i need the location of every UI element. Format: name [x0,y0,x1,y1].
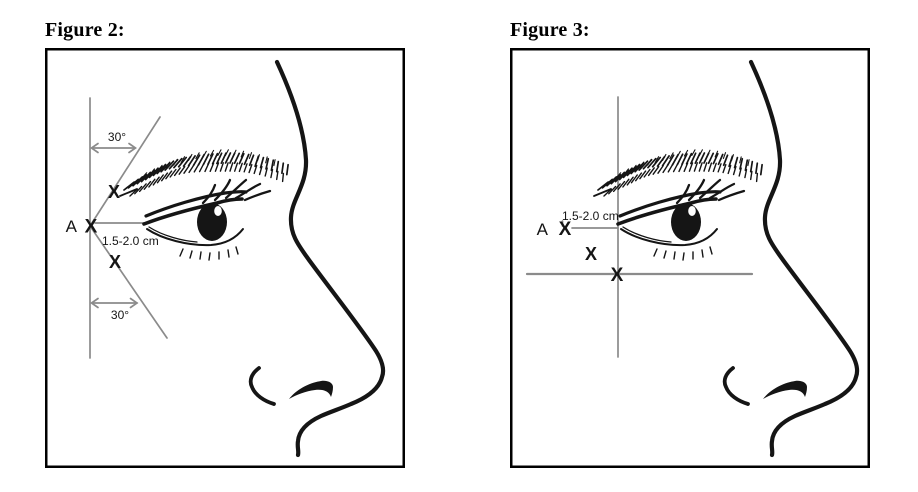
figure3-annotation-labels: 1.5-2.0 cm A X X X [537,209,624,286]
distance-label: 1.5-2.0 cm [102,234,159,248]
figure2-annotation-labels: 30° 30° X X X A 1.5-2.0 cm [66,130,159,322]
figure2-title: Figure 2: [45,19,125,41]
figure2-panel: 30° 30° X X X A 1.5-2.0 cm [45,48,405,468]
x-mark-point-a: X [85,217,98,238]
point-a-label: A [66,217,78,236]
face-profile [594,62,857,455]
upper-angle-arrow [90,142,137,154]
x-mark-intersection: X [611,265,624,286]
angle-bottom-label: 30° [111,308,129,322]
x-mark-lower: X [109,252,121,272]
figure2-annotation-lines [89,97,168,359]
angle-top-label: 30° [108,130,126,144]
figure3-title: Figure 3: [510,19,590,41]
figure3-panel: 1.5-2.0 cm A X X X [510,48,870,468]
point-a-label: A [537,220,549,239]
figure3-frame [510,48,870,468]
x-mark-mid: X [585,244,597,264]
x-mark-upper: X [108,182,120,202]
x-mark-point-a: X [559,219,572,240]
figure3-annotation-lines [525,96,754,358]
lower-angle-arrow [90,297,139,309]
lower-30deg-diagonal [89,225,168,339]
face-profile [120,62,383,455]
distance-label: 1.5-2.0 cm [562,209,619,223]
figure2-frame [45,48,405,468]
upper-30deg-diagonal [89,116,161,227]
